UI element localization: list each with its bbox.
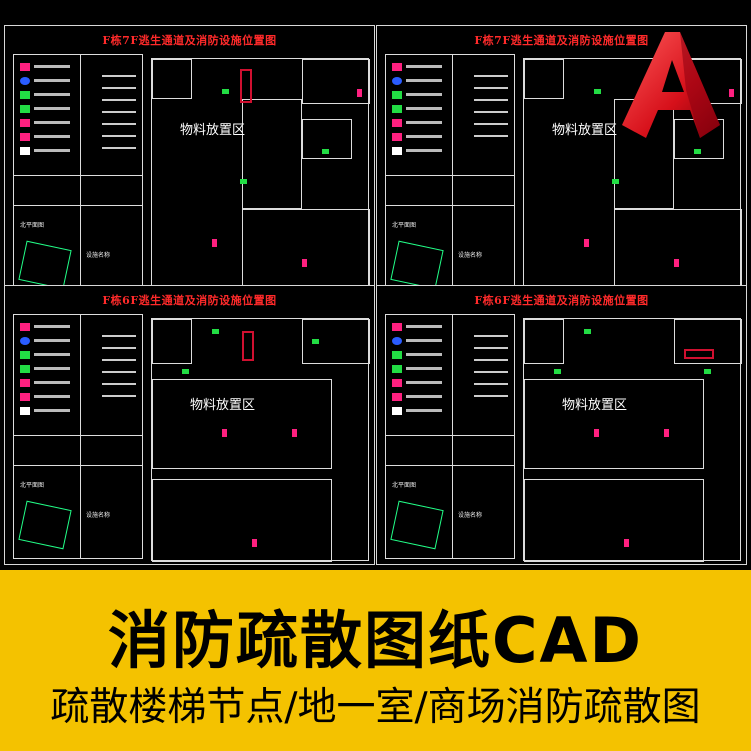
extinguisher-icon bbox=[292, 429, 297, 437]
legend-box: 北平面图 设施名称 bbox=[385, 54, 515, 299]
floor-plan: 物料放置区 bbox=[151, 318, 370, 562]
north-plan-label: 北平面图 bbox=[20, 222, 45, 229]
zone-label: 物料放置区 bbox=[552, 123, 618, 138]
exit-sign-icon bbox=[222, 89, 229, 94]
floor-plan-panel: F栋6F逃生通道及消防设施位置图 北平面图 设施名称 物料放置区 bbox=[376, 285, 747, 565]
banner-title: 消防疏散图纸CAD bbox=[108, 604, 643, 677]
extinguisher-icon bbox=[624, 539, 629, 547]
site-plan-thumbnail bbox=[18, 500, 72, 550]
exit-sign-icon bbox=[312, 339, 319, 344]
floor-plan-panel: F栋6F逃生通道及消防设施位置图 北平面图 设施名称 物料放置区 bbox=[4, 285, 375, 565]
zone-label: 物料放置区 bbox=[562, 398, 628, 413]
extinguisher-icon bbox=[674, 259, 679, 267]
panel-title: F栋6F逃生通道及消防设施位置图 bbox=[102, 294, 277, 307]
exit-sign-icon bbox=[694, 149, 701, 154]
exit-sign-icon bbox=[212, 329, 219, 334]
extinguisher-icon bbox=[222, 429, 227, 437]
panel-title: F栋6F逃生通道及消防设施位置图 bbox=[474, 294, 649, 307]
exit-sign-icon bbox=[594, 89, 601, 94]
extinguisher-icon bbox=[594, 429, 599, 437]
exit-sign-icon bbox=[554, 369, 561, 374]
exit-sign-icon bbox=[612, 179, 619, 184]
stair-highlight bbox=[240, 69, 252, 103]
exit-sign-icon bbox=[240, 179, 247, 184]
exit-sign-icon bbox=[322, 149, 329, 154]
extinguisher-icon bbox=[729, 89, 734, 97]
floor-plan: 物料放置区 bbox=[523, 318, 742, 562]
zone-label: 物料放置区 bbox=[180, 123, 246, 138]
floor-plan-panel: F栋7F逃生通道及消防设施位置图 北平面图 设施名称 bbox=[4, 25, 375, 305]
extinguisher-icon bbox=[302, 259, 307, 267]
site-plan-thumbnail bbox=[18, 240, 72, 290]
facility-label: 设施名称 bbox=[86, 512, 111, 519]
panel-title: F栋7F逃生通道及消防设施位置图 bbox=[102, 34, 277, 47]
legend-box: 北平面图 设施名称 bbox=[13, 54, 143, 299]
exit-sign-icon bbox=[704, 369, 711, 374]
stair-highlight bbox=[242, 331, 254, 361]
extinguisher-icon bbox=[252, 539, 257, 547]
north-plan-label: 北平面图 bbox=[392, 482, 417, 489]
floor-plan: 物料放置区 bbox=[151, 58, 370, 302]
extinguisher-icon bbox=[664, 429, 669, 437]
extinguisher-icon bbox=[212, 239, 217, 247]
panel-title: F栋7F逃生通道及消防设施位置图 bbox=[474, 34, 649, 47]
site-plan-thumbnail bbox=[390, 240, 444, 290]
banner bbox=[0, 570, 751, 751]
extinguisher-icon bbox=[357, 89, 362, 97]
facility-label: 设施名称 bbox=[458, 252, 483, 259]
extinguisher-icon bbox=[584, 239, 589, 247]
legend-box: 北平面图 设施名称 bbox=[13, 314, 143, 559]
banner-subtitle: 疏散楼梯节点/地一室/商场消防疏散图 bbox=[50, 685, 701, 730]
legend-box: 北平面图 设施名称 bbox=[385, 314, 515, 559]
autocad-logo-icon bbox=[622, 32, 720, 138]
exit-sign-icon bbox=[182, 369, 189, 374]
facility-label: 设施名称 bbox=[458, 512, 483, 519]
exit-sign-icon bbox=[584, 329, 591, 334]
cad-drawing-grid: F栋7F逃生通道及消防设施位置图 北平面图 设施名称 bbox=[4, 25, 747, 565]
stair-highlight bbox=[684, 349, 714, 359]
site-plan-thumbnail bbox=[390, 500, 444, 550]
north-plan-label: 北平面图 bbox=[20, 482, 45, 489]
north-plan-label: 北平面图 bbox=[392, 222, 417, 229]
zone-label: 物料放置区 bbox=[190, 398, 256, 413]
facility-label: 设施名称 bbox=[86, 252, 111, 259]
